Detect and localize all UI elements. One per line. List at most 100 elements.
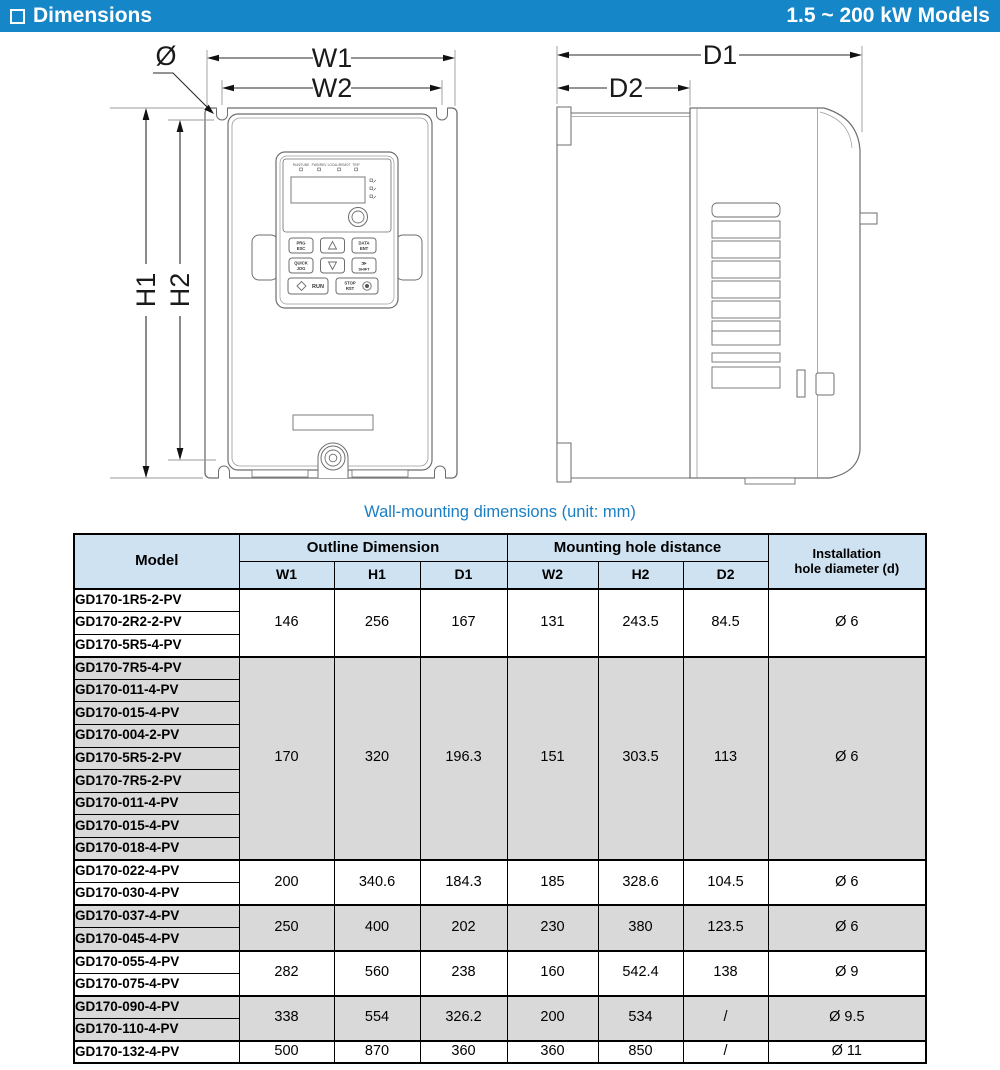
title-bar: Dimensions 1.5 ~ 200 kW Models [0,0,1000,32]
value-cell: 131 [506,588,599,658]
value-cell: 104.5 [682,859,769,906]
table-row: GD170-110-4-PV [73,1017,926,1042]
nameplate-slot [292,414,374,431]
svg-text:D2: D2 [609,73,644,103]
column-group-mounting: Mounting hole distance [506,533,769,562]
model-cell: GD170-015-4-PV [73,814,240,839]
screw-boss [317,442,349,478]
shift-button [351,257,377,274]
value-cell: 167 [419,588,508,658]
model-cell: GD170-1R5-2-PV [73,588,240,613]
dimension-d2: D2 [557,73,691,106]
table-row: GD170-5R5-4-PV [73,633,926,658]
model-cell: GD170-5R5-2-PV [73,746,240,771]
column-header-h2: H2 [597,560,684,590]
value-cell: 200 [506,994,599,1042]
column-header-h1: H1 [333,560,421,590]
model-cell: GD170-055-4-PV [73,949,240,974]
bottom-foot [744,477,796,485]
led-labels: RUN/TUNE FWD/REV LOCAL/REMOT TRIP [293,163,360,167]
svg-text:Ø: Ø [155,41,176,71]
dimension-d1: D1 [556,40,863,132]
svg-text:LOCAL/REMOT: LOCAL/REMOT [328,163,351,167]
value-cell: / [682,994,769,1042]
value-cell: 184.3 [419,859,508,906]
svg-text:ENT: ENT [360,246,369,251]
value-cell: 84.5 [682,588,769,658]
diameter-cell: Ø 6 [767,588,927,658]
diameter-cell: Ø 9.5 [767,994,927,1042]
value-cell: 138 [682,949,769,997]
square-outline-icon [10,8,25,24]
svg-text:W2: W2 [312,73,353,103]
value-cell: 320 [333,655,421,861]
svg-text:H1: H1 [131,273,161,308]
heatsink-grille [711,202,781,389]
table-row: GD170-015-4-PV [73,814,926,839]
unit-indicator-marks [369,178,377,199]
column-group-outline: Outline Dimension [238,533,508,562]
svg-text:H2: H2 [165,273,195,308]
value-cell: 400 [333,904,421,952]
table-row: GD170-075-4-PV [73,972,926,997]
value-cell: 554 [333,994,421,1042]
side-tab [859,212,878,225]
diamond-icon [296,280,307,292]
hole-diameter-callout: Ø [153,41,214,114]
svg-text:DATA: DATA [358,241,369,246]
model-cell: GD170-045-4-PV [73,927,240,951]
value-cell: 151 [506,655,599,861]
dimension-drawing: RUN/TUNE FWD/REV LOCAL/REMOT TRIP [110,40,878,485]
value-cell: 146 [238,588,335,658]
value-cell: 196.3 [419,655,508,861]
model-cell: GD170-5R5-4-PV [73,633,240,658]
column-header-d2: D2 [682,560,769,590]
model-cell: GD170-110-4-PV [73,1017,240,1042]
svg-text:RUN/TUNE: RUN/TUNE [293,163,309,167]
svg-text:W1: W1 [312,43,353,73]
value-cell: 380 [597,904,684,952]
keypad: RUN/TUNE FWD/REV LOCAL/REMOT TRIP [275,151,399,309]
table-row: GD170-5R5-2-PV [73,746,926,771]
stop-icon [362,281,372,291]
diameter-cell: Ø 6 [767,859,927,906]
down-button [320,257,345,274]
value-cell: 256 [333,588,421,658]
up-button [320,237,345,254]
top-mounting-slots [216,106,448,121]
bottom-mounting-slots [218,465,446,480]
down-arrow-icon [327,261,338,271]
model-cell: GD170-030-4-PV [73,882,240,906]
front-view: RUN/TUNE FWD/REV LOCAL/REMOT TRIP [110,41,458,480]
dimension-w2: W2 [221,73,443,105]
model-cell: GD170-011-4-PV [73,678,240,703]
table-row: GD170-018-4-PV [73,837,926,861]
knob-icon [348,207,368,227]
table-row: GD170-015-4-PV [73,701,926,726]
table-row: GD170-011-4-PV [73,791,926,816]
table-header: Model Outline Dimension Mounting hole di… [73,533,927,590]
model-cell: GD170-7R5-4-PV [73,655,240,680]
value-cell: 185 [506,859,599,906]
clip-detail [815,372,835,396]
dimensions-table: Model Outline Dimension Mounting hole di… [73,533,928,1065]
quick-jog-button [288,257,314,274]
value-cell: 360 [419,1039,508,1064]
dimension-h2: H2 [165,119,216,461]
value-cell: 560 [333,949,421,997]
svg-text:RST: RST [346,286,355,291]
value-cell: 542.4 [597,949,684,997]
model-cell: GD170-022-4-PV [73,859,240,884]
value-cell: 303.5 [597,655,684,861]
value-cell: 113 [682,655,769,861]
models-range-label: 1.5 ~ 200 kW Models [786,4,990,27]
value-cell: 160 [506,949,599,997]
svg-text:QUICK: QUICK [294,261,308,266]
table-row: GD170-004-2-PV [73,724,926,748]
